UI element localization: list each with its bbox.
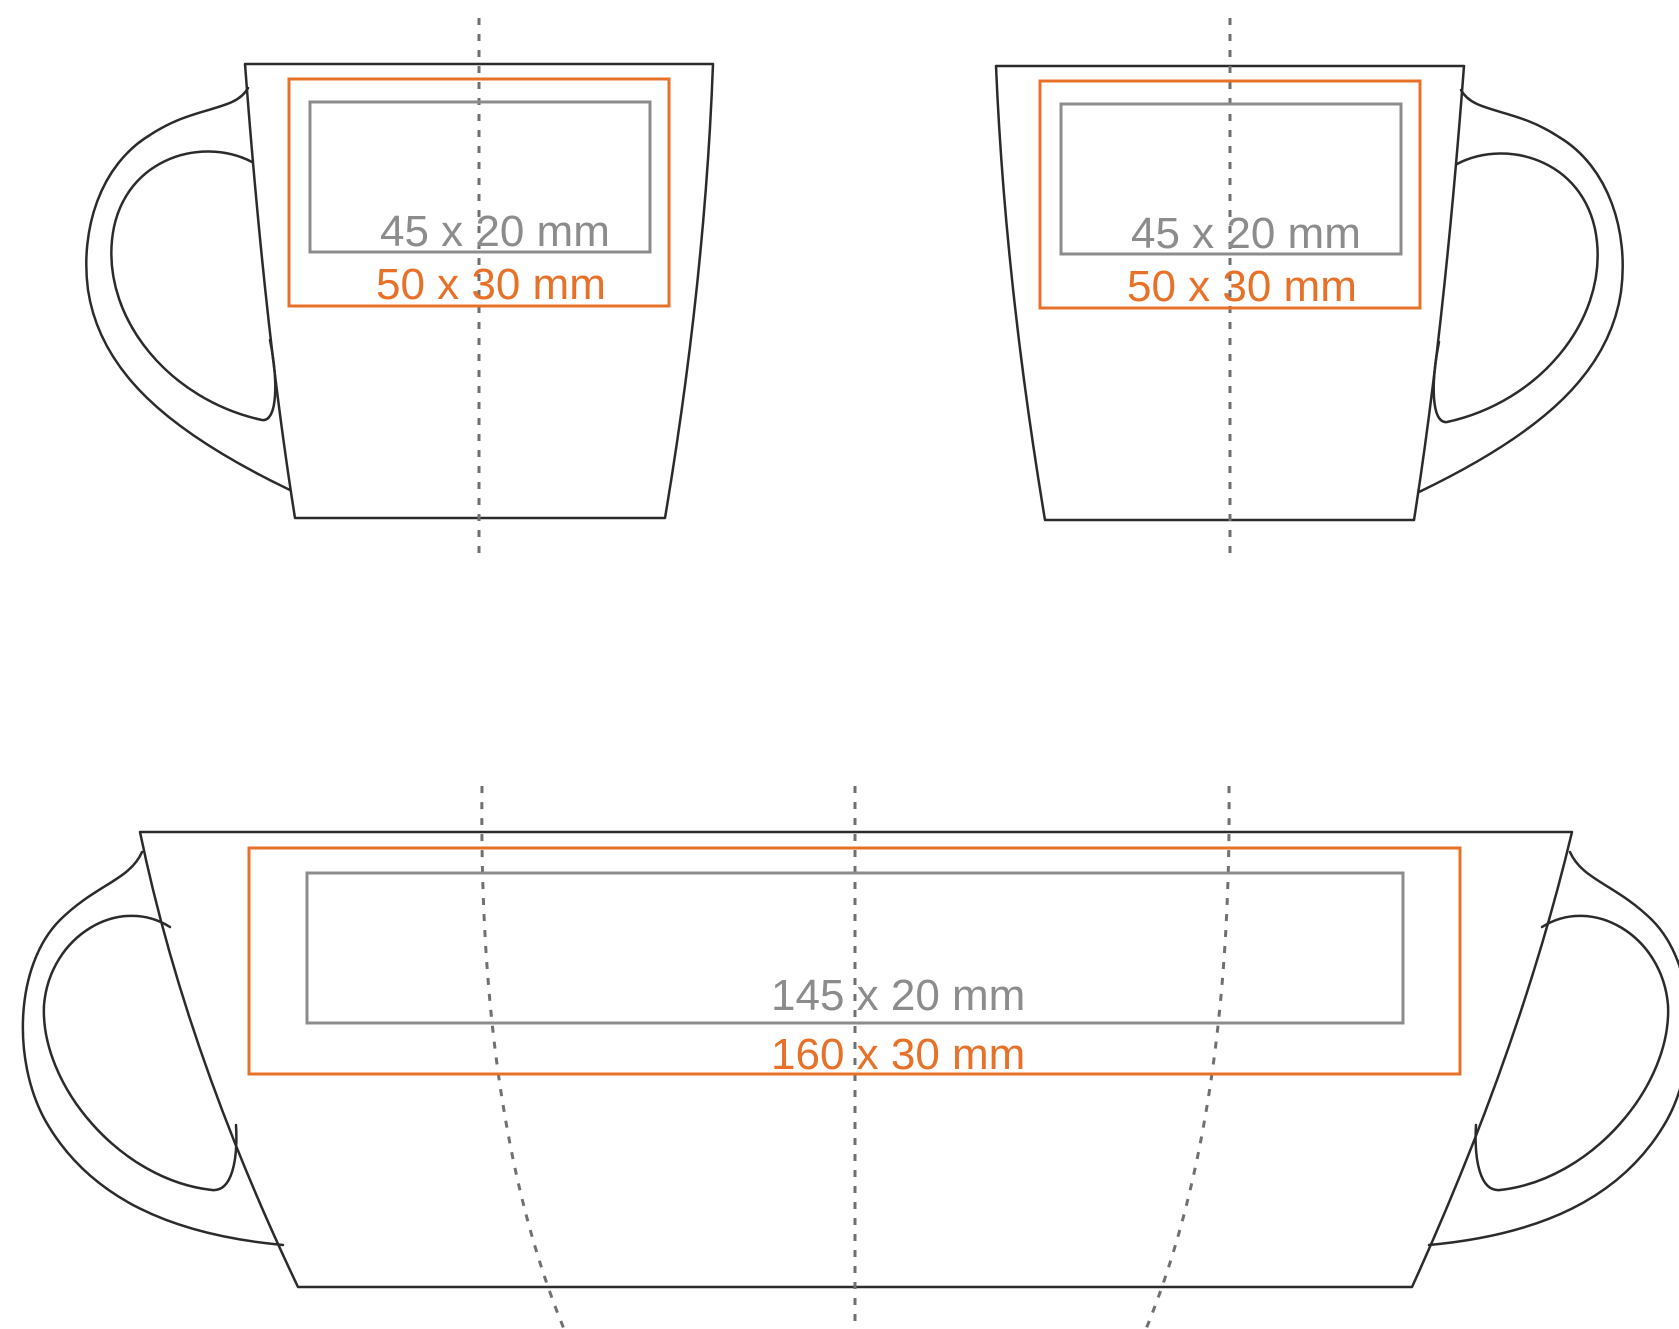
print-area-label: 45 x 20 mm — [380, 207, 610, 256]
mug-body-outline — [994, 64, 1466, 522]
max-print-area-label: 50 x 30 mm — [1127, 262, 1357, 311]
mug-handle-inner-outline — [1432, 152, 1599, 424]
print-area-label: 45 x 20 mm — [1131, 209, 1361, 258]
mug-body-outline — [138, 830, 1574, 1289]
max-print-area-rect — [247, 846, 1462, 1076]
max-print-area-label: 160 x 30 mm — [771, 1030, 1025, 1079]
right-curved-guide-line — [1144, 785, 1231, 1329]
right-handle-inner-outline — [1474, 914, 1670, 1192]
max-print-area-rect — [1038, 79, 1422, 310]
left-curved-guide-line — [480, 785, 566, 1329]
mug-handle-icon — [1417, 88, 1624, 494]
mug-view-left-handle: 45 x 20 mm 50 x 30 mm — [85, 18, 715, 556]
print-area-rect — [308, 100, 652, 254]
max-print-area-label: 50 x 30 mm — [376, 260, 606, 309]
max-print-area-rect — [287, 77, 671, 308]
mug-handle-icon — [85, 86, 292, 492]
mug-body-outline — [243, 62, 715, 520]
mug-handle-inner-outline — [110, 150, 277, 422]
mug-view-right-handle: 45 x 20 mm 50 x 30 mm — [994, 18, 1624, 556]
left-handle-inner-outline — [42, 914, 238, 1192]
right-handle-icon — [1427, 850, 1679, 1247]
left-handle-icon — [21, 850, 285, 1247]
print-area-label: 145 x 20 mm — [771, 971, 1025, 1020]
print-area-rect — [1059, 102, 1403, 256]
print-area-rect — [305, 871, 1405, 1025]
mug-view-wrap: 145 x 20 mm 160 x 30 mm — [21, 785, 1679, 1329]
